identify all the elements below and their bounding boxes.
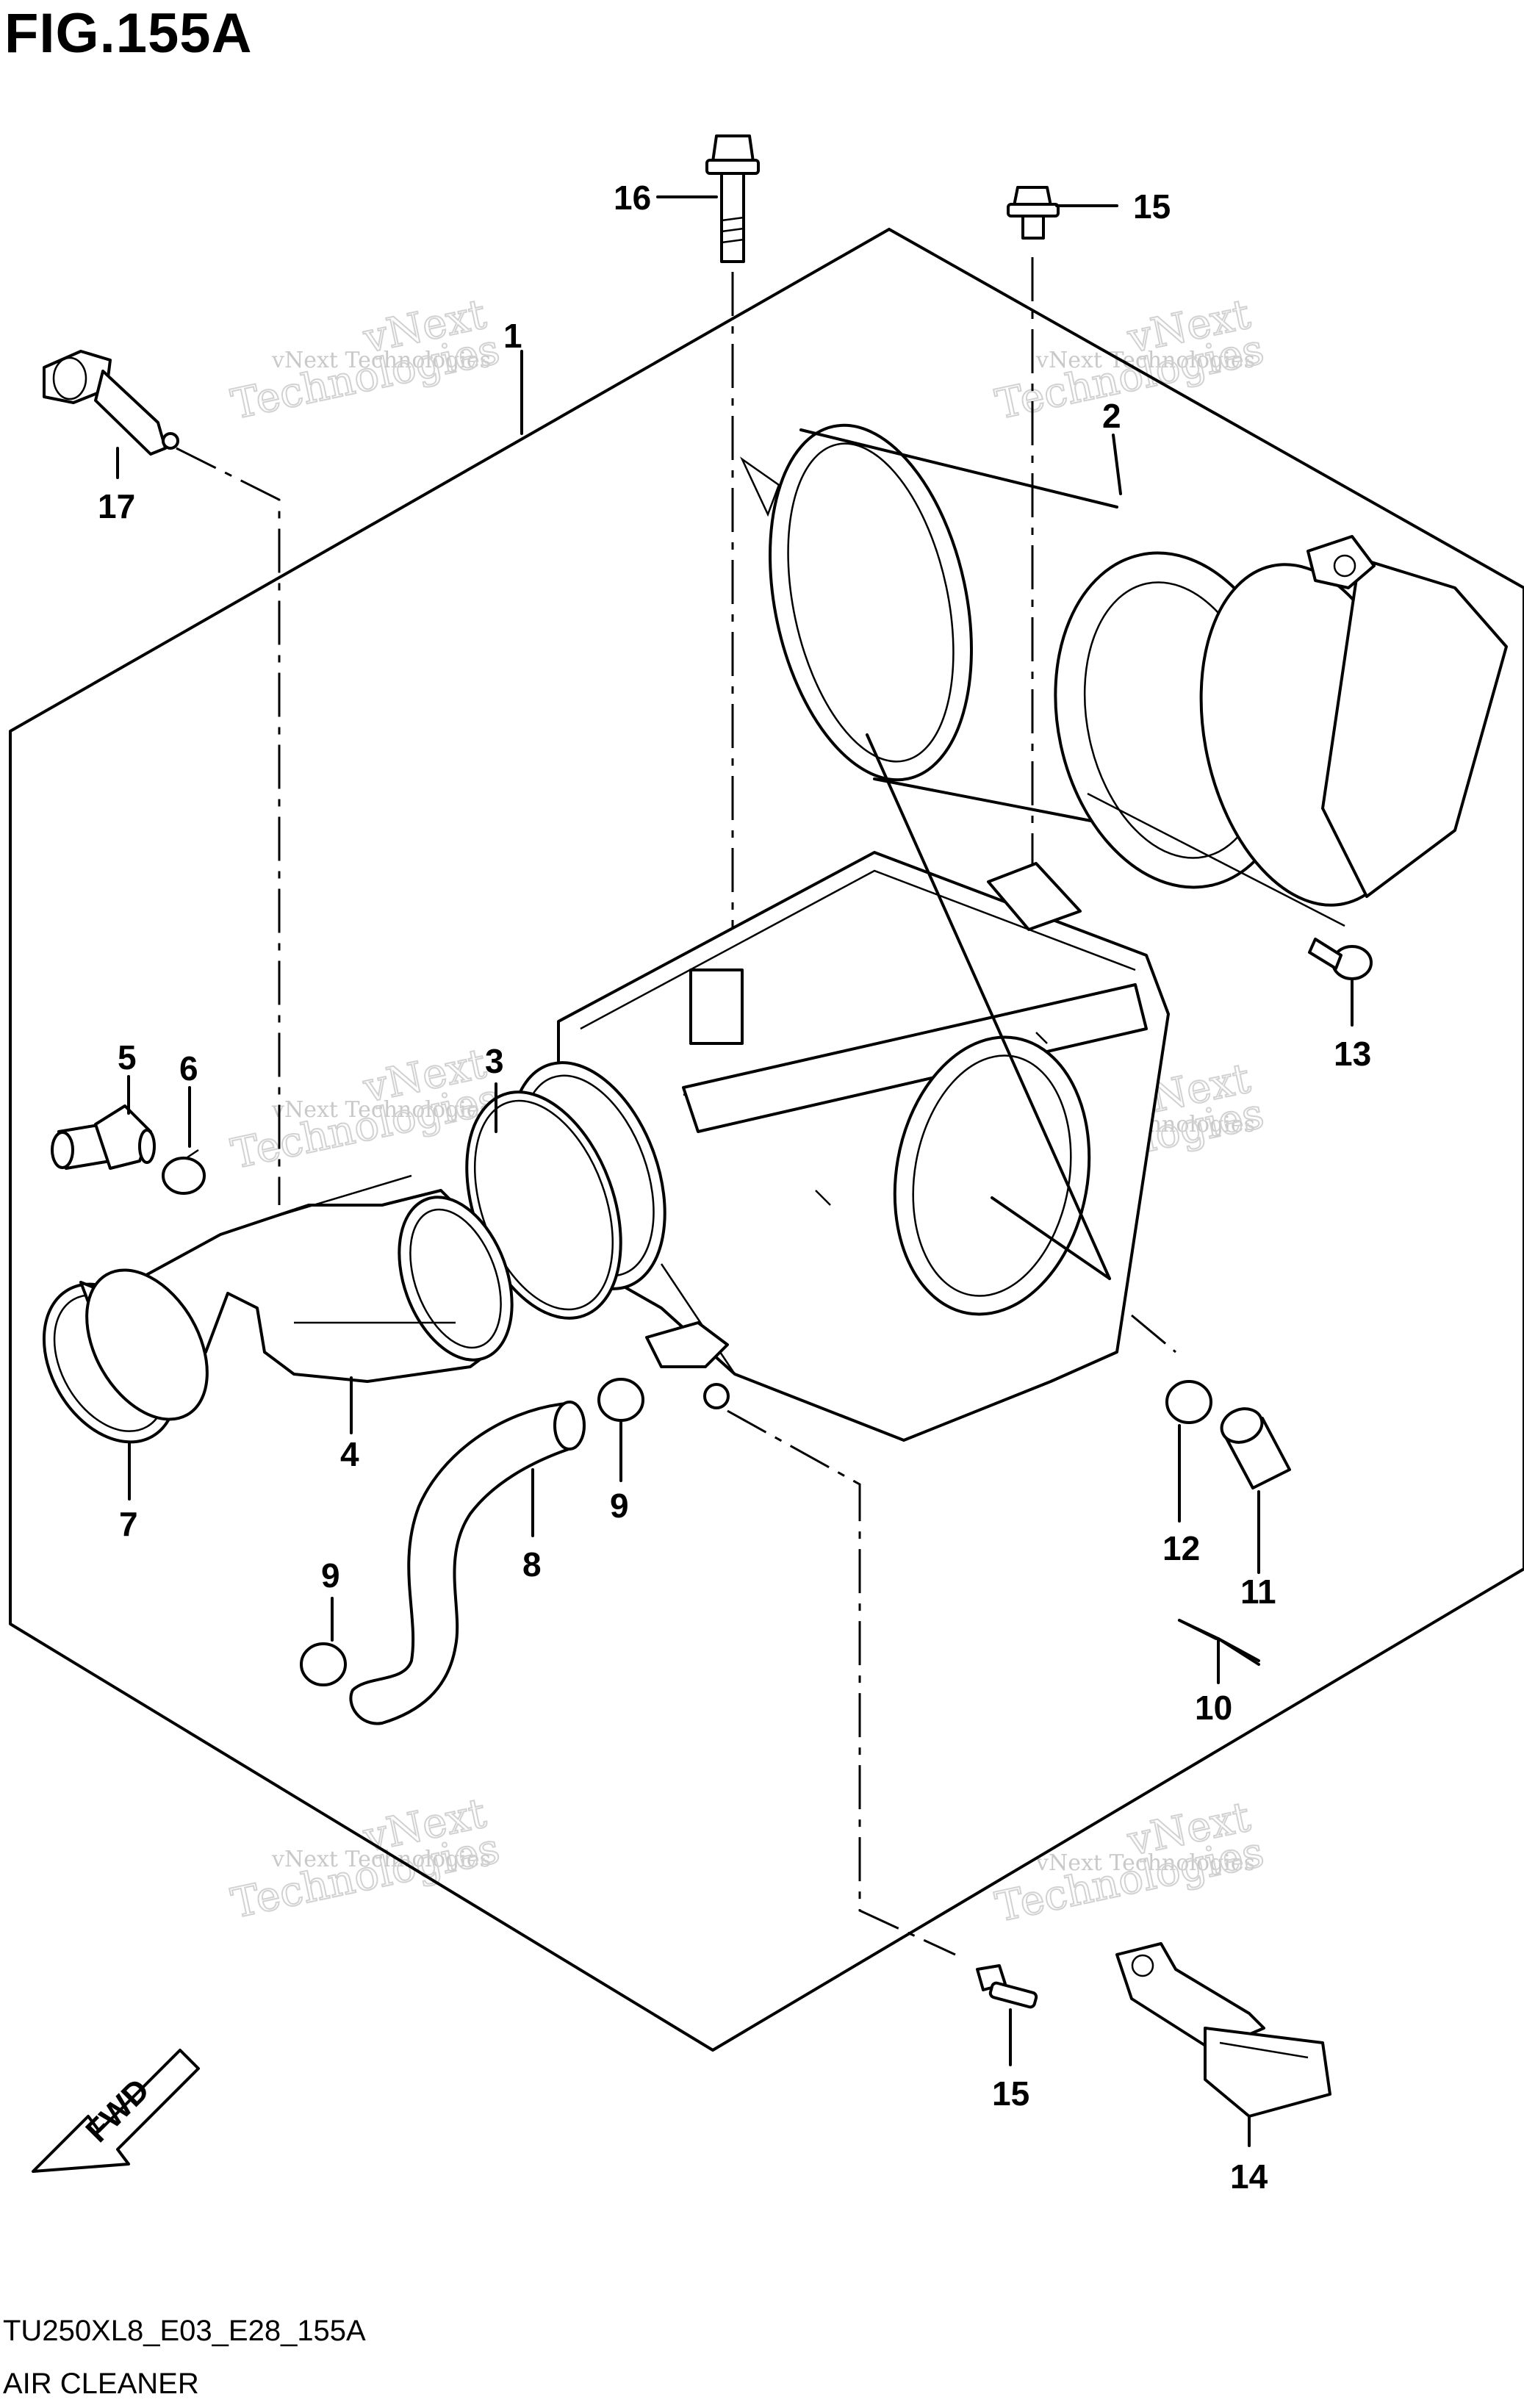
part-8-drain-hose[interactable] — [349, 1401, 586, 1725]
callout-15-bottom: 15 — [992, 2074, 1029, 2113]
callout-15-top: 15 — [1133, 187, 1171, 226]
leader-10-left — [1178, 1619, 1218, 1640]
part-14-bracket[interactable] — [1115, 1942, 1331, 2118]
callout-labels: 1 2 3 4 5 6 7 8 9 9 10 11 12 13 14 15 15… — [98, 179, 1371, 2196]
leader-1-b — [991, 1196, 1111, 1280]
part-7-clamp[interactable] — [17, 1249, 231, 1466]
callout-3: 3 — [485, 1042, 504, 1080]
part-11-cap[interactable] — [1217, 1404, 1291, 1489]
diagram-name: AIR CLEANER — [3, 2368, 199, 2400]
callout-4: 4 — [340, 1435, 359, 1473]
dashed-guide-17 — [176, 447, 281, 1205]
part-13-screw[interactable] — [1308, 938, 1373, 980]
part-9-clamp-lower[interactable] — [300, 1642, 347, 1686]
callout-7: 7 — [119, 1505, 138, 1543]
leader-10-right — [1217, 1637, 1260, 1662]
callout-10: 10 — [1195, 1689, 1232, 1727]
callout-17: 17 — [98, 487, 135, 525]
dashed-guide-12 — [1131, 1314, 1176, 1354]
dashed-guide-14 — [727, 1409, 956, 1956]
leader-2 — [1112, 434, 1122, 495]
callout-6: 6 — [179, 1049, 198, 1088]
part-15-bolt-top[interactable] — [1007, 186, 1060, 240]
watermark-small-text: vNext Technologies — [1035, 348, 1255, 373]
part-6-clamp[interactable] — [162, 1149, 206, 1195]
part-12-clamp[interactable] — [1165, 1380, 1212, 1424]
part-9-clamp-upper[interactable] — [597, 1378, 644, 1422]
part-1-air-cleaner-box[interactable] — [557, 851, 1170, 1442]
assembly-outline — [9, 228, 1524, 2052]
diagram-code: TU250XL8_E03_E28_155A — [3, 2315, 366, 2347]
callout-2: 2 — [1102, 397, 1121, 435]
part-5-connector[interactable] — [51, 1104, 156, 1170]
callout-11: 11 — [1240, 1573, 1276, 1611]
part-17-rubber-plug[interactable] — [43, 350, 179, 456]
callout-8: 8 — [522, 1545, 542, 1584]
callout-12: 12 — [1162, 1529, 1200, 1567]
part-15-bolt-bottom[interactable] — [976, 1964, 1038, 2009]
watermark-small-text: vNext Technologies — [271, 1097, 491, 1123]
callout-9-upper: 9 — [610, 1487, 629, 1525]
watermark-small-text: vNext Technologies — [271, 348, 491, 373]
callout-16: 16 — [614, 179, 651, 217]
callout-1: 1 — [503, 317, 522, 355]
callout-13: 13 — [1334, 1035, 1371, 1073]
callout-9-lower: 9 — [321, 1556, 340, 1595]
part-4-outlet-tube[interactable] — [131, 1174, 533, 1383]
figure-title: FIG.155A — [4, 2, 253, 65]
part-16-bolt[interactable] — [705, 134, 760, 263]
part-3-seal[interactable] — [438, 1041, 694, 1340]
part-2-element[interactable] — [739, 406, 1508, 927]
watermark-small-text: vNext Technologies — [271, 1847, 491, 1872]
callout-14: 14 — [1230, 2157, 1268, 2196]
fwd-arrow: FWD — [32, 2049, 200, 2173]
watermark-small-text: vNext Technologies — [1035, 1850, 1255, 1876]
leader-1-a — [866, 733, 1111, 1280]
callout-5: 5 — [118, 1038, 137, 1077]
